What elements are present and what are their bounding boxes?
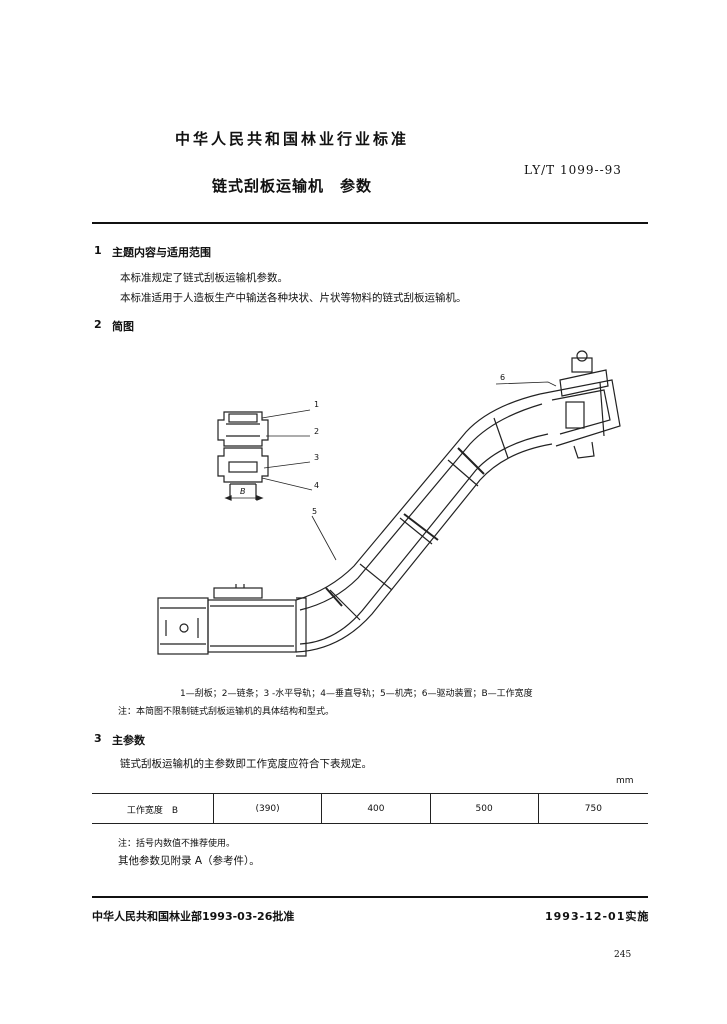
section-3-number: 3 (94, 732, 102, 745)
width-label: B (240, 487, 246, 496)
section-2-heading: 简图 (112, 320, 134, 333)
implementation-date: 1993-12-01实施 (545, 910, 650, 923)
callout-1: 1 (314, 400, 319, 409)
page-number: 245 (614, 950, 632, 960)
section-1-number: 1 (94, 244, 102, 257)
section-1-paragraph-1: 本标准规定了链式刮板运输机参数。 (120, 272, 288, 284)
approval-line: 中华人民共和国林业部1993-03-26批准 (92, 910, 295, 923)
section-1-paragraph-2: 本标准适用于人造板生产中输送各种块状、片状等物料的链式刮板运输机。 (120, 292, 467, 304)
standard-category-title: 中华人民共和国林业行业标准 (175, 130, 410, 148)
diagram-legend: 1—刮板；2—链条；3 -水平导轨；4—垂直导轨；5—机壳；6—驱动装置；B—工… (180, 689, 533, 699)
table-row: 工作宽度 B (390) 400 500 750 (92, 794, 648, 824)
section-3-intro: 链式刮板运输机的主参数即工作宽度应符合下表规定。 (120, 758, 372, 770)
section-1-heading: 主题内容与适用范围 (112, 246, 211, 259)
diagram-note: 注：本简图不限制链式刮板运输机的具体结构和型式。 (118, 707, 335, 717)
callout-6: 6 (500, 373, 505, 382)
cross-section-figure (217, 411, 269, 501)
standard-code: LY/T 1099--93 (524, 163, 622, 177)
callout-5: 5 (312, 507, 317, 516)
table-row-label: 工作宽度 B (126, 805, 179, 816)
section-2-number: 2 (94, 318, 102, 331)
table-bottom-rule (92, 823, 648, 824)
footer-rule (92, 896, 648, 898)
table-note: 注：括号内数值不推荐使用。 (118, 839, 236, 849)
section-3-heading: 主参数 (112, 734, 145, 747)
conveyor-incline (295, 393, 553, 653)
document-title: 链式刮板运输机 参数 (212, 177, 373, 195)
appendix-note: 其他参数见附录 A（参考件）。 (118, 855, 260, 867)
unit-label: mm (616, 776, 634, 786)
parameter-table: 工作宽度 B (390) 400 500 750 (92, 794, 648, 824)
table-cell: 750 (537, 794, 648, 824)
conveyor-lower-horizontal (157, 584, 307, 657)
table-cell: 500 (429, 794, 539, 824)
conveyor-drive-end (539, 350, 621, 459)
table-top-rule (92, 793, 648, 794)
callout-2: 2 (314, 427, 319, 436)
header-rule (92, 222, 648, 224)
callout-3: 3 (314, 453, 319, 462)
table-cell: 400 (321, 794, 431, 824)
conveyor-diagram: 1 2 3 4 5 6 B (157, 350, 621, 657)
callout-4: 4 (314, 481, 319, 490)
table-cell: (390) (212, 794, 322, 824)
